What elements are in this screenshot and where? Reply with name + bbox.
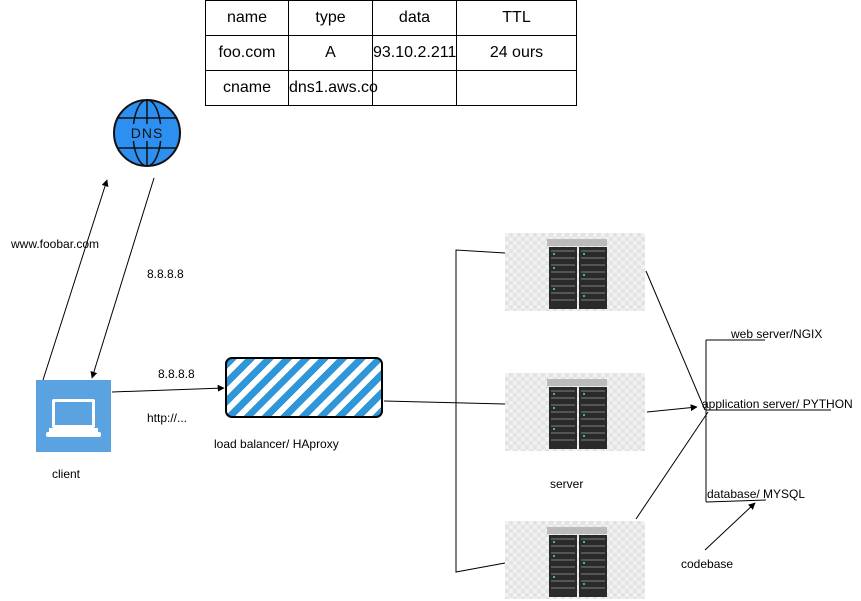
web-server-label: web server/NGIX	[731, 327, 823, 341]
query-label: www.foobar.com	[11, 237, 100, 251]
table-cell: 93.10.2.211	[372, 35, 457, 71]
arrow-client-to-lb	[111, 384, 225, 393]
dns-icon-text: DNS	[131, 125, 164, 141]
codebase-label: codebase	[681, 557, 734, 571]
dns-globe-icon: DNS	[112, 98, 182, 168]
load-balancer-label: load balancer/ HAproxy	[214, 437, 339, 451]
server-label: server	[550, 477, 584, 491]
table-cell: dns1.aws.co	[288, 70, 378, 106]
app-server-label: application server/ PYTHON	[702, 397, 853, 411]
client-ip-label: 8.8.8.8	[158, 367, 195, 381]
arrow-dns-to-client	[90, 177, 155, 379]
table-cell: TTL	[456, 0, 577, 36]
dns-record-table: name type data TTL foo.com A 93.10.2.211…	[205, 0, 577, 106]
table-cell	[456, 70, 577, 106]
client-label: client	[52, 467, 81, 481]
table-row: name type data TTL	[205, 0, 577, 36]
table-cell: data	[372, 0, 457, 36]
table-cell	[372, 70, 457, 106]
server-rack-icon	[547, 527, 607, 597]
table-cell: 24 ours	[456, 35, 577, 71]
stack-db-line	[705, 499, 767, 503]
server-node	[505, 373, 645, 451]
resolver-ip-label: 8.8.8.8	[147, 267, 184, 281]
server-node	[505, 233, 645, 311]
table-row: foo.com A 93.10.2.211 24 ours	[205, 35, 577, 71]
line-lb-to-server	[383, 400, 506, 405]
arrow-codebase-to-db	[704, 502, 756, 551]
server-rack-icon	[547, 239, 607, 309]
bracket-servers	[455, 249, 506, 573]
table-cell: name	[205, 0, 289, 36]
protocol-label: http://...	[147, 411, 188, 425]
arrow-client-to-dns	[42, 179, 109, 381]
table-cell: foo.com	[205, 35, 289, 71]
arrow-server2-to-stack	[646, 404, 698, 413]
line-server3-to-stack	[635, 411, 709, 520]
database-label: database/ MYSQL	[707, 487, 806, 501]
server-node	[505, 521, 645, 599]
load-balancer-node	[225, 357, 383, 418]
client-laptop-icon	[36, 380, 111, 452]
server-rack-icon	[547, 379, 607, 449]
line-server1-to-stack	[645, 270, 706, 411]
table-cell: cname	[205, 70, 289, 106]
table-cell: type	[288, 0, 373, 36]
table-cell: A	[288, 35, 373, 71]
table-row: cname dns1.aws.co	[205, 70, 577, 106]
